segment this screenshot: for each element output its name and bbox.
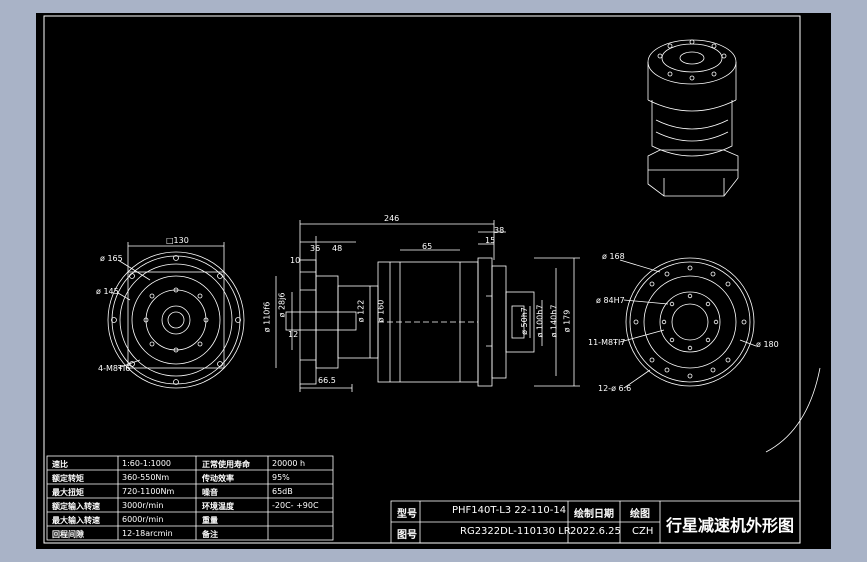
- spec-cell-k2: 备注: [202, 530, 218, 539]
- dim-d110: ø 110f6: [262, 301, 272, 333]
- dim-11m8: 11-M8ŦI7: [588, 338, 626, 347]
- spec-cell-v1: 3000r/min: [122, 501, 164, 510]
- spec-cell-v2: 95%: [272, 473, 290, 482]
- spec-cell-k1: 最大输入转速: [52, 516, 100, 525]
- spec-cell-k1: 额定输入转速: [52, 502, 100, 511]
- spec-cell-k2: 噪音: [202, 488, 218, 497]
- drawing-no-label: 图号: [397, 530, 417, 541]
- dim-48: 48: [332, 244, 343, 253]
- dim-4m8: 4-M8ŦI6: [98, 364, 131, 373]
- dim-d180: ø 180: [756, 340, 779, 349]
- spec-cell-k1: 回程间隙: [52, 530, 84, 539]
- spec-cell-v1: 6000r/min: [122, 515, 164, 524]
- drawer-label: 绘图: [630, 509, 650, 520]
- title-block: [390, 500, 801, 544]
- dim-10: 10: [290, 256, 301, 265]
- drawing-title: 行星减速机外形图: [666, 516, 795, 535]
- dim-d50: ø 50h7: [519, 307, 529, 335]
- spec-cell-k2: 传动效率: [202, 474, 234, 483]
- drawing-no-value: RG2322DL-110130 LR: [460, 526, 571, 537]
- spec-cell-v1: 12-18arcmin: [122, 529, 173, 538]
- spec-cell-v1: 720-1100Nm: [122, 487, 175, 496]
- side-view: [275, 220, 580, 392]
- dim-246: 246: [384, 214, 400, 223]
- date-value: 2022.6.25: [570, 526, 621, 537]
- spec-cell-v2: -20C- +90C: [272, 501, 319, 510]
- dim-d145: ø 145: [96, 287, 119, 296]
- date-label: 绘制日期: [574, 509, 614, 520]
- spec-cell-k1: 额定转矩: [52, 474, 84, 483]
- drawing-sheet: [36, 13, 831, 549]
- dim-d160: ø 160: [376, 299, 386, 323]
- dim-15: 15: [485, 236, 496, 245]
- dim-d84h7: ø 84H7: [596, 296, 625, 305]
- drawer-value: CZH: [632, 526, 654, 537]
- model-label: 型号: [397, 509, 417, 520]
- spec-cell-k2: 环境温度: [202, 502, 234, 511]
- dim-d100: ø 100h7: [535, 304, 545, 338]
- dim-d28: ø 28j6: [277, 292, 287, 318]
- dim-36: 36: [310, 244, 321, 253]
- dim-d122: ø 122: [356, 299, 366, 323]
- dim-12: 12: [288, 330, 299, 339]
- dim-38: 38: [494, 226, 505, 235]
- spec-cell-k1: 速比: [52, 460, 68, 469]
- spec-cell-k1: 最大扭矩: [52, 488, 84, 497]
- dim-66-5: 66.5: [318, 376, 336, 385]
- spec-cell-v2: 65dB: [272, 487, 293, 496]
- spec-cell-v2: 20000 h: [272, 459, 306, 468]
- right-end-view: [619, 257, 821, 453]
- spec-table: [46, 455, 334, 541]
- dim-d130: □130: [166, 236, 189, 245]
- dim-d140: ø 140h7: [549, 304, 559, 338]
- dim-d179: ø 179: [562, 309, 572, 333]
- dim-d165: ø 165: [100, 254, 123, 263]
- dim-65: 65: [422, 242, 433, 251]
- spec-cell-v1: 1:60-1:1000: [122, 459, 171, 468]
- spec-cell-k2: 重量: [202, 516, 218, 525]
- left-end-view: [107, 242, 245, 389]
- dim-d168: ø 168: [602, 252, 625, 261]
- model-value: PHF140T-L3 22-110-14: [452, 505, 567, 516]
- iso-view: [647, 39, 739, 197]
- spec-cell-v1: 360-550Nm: [122, 473, 170, 482]
- dim-12-holes: 12-ø 6.6: [598, 384, 632, 393]
- spec-cell-k2: 正常使用寿命: [202, 460, 250, 469]
